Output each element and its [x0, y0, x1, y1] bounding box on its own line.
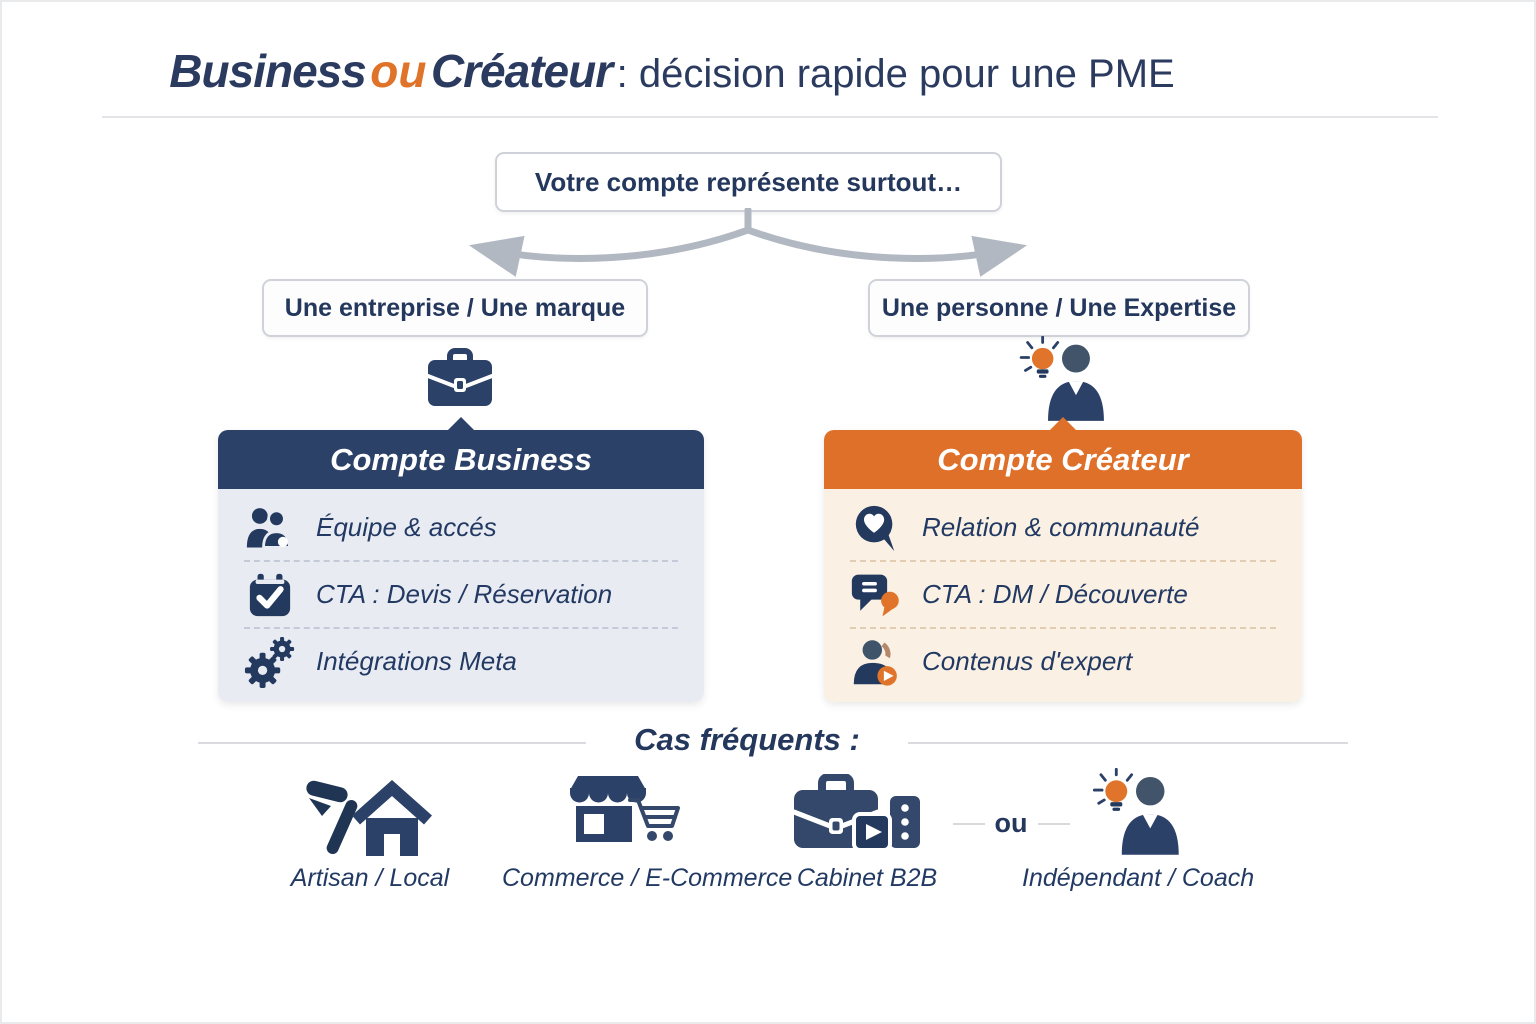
case-label: Artisan / Local [290, 864, 450, 892]
item-label: Intégrations Meta [316, 646, 517, 676]
branch-entreprise: Une entreprise / Une marque [262, 279, 648, 337]
title-divider [102, 116, 1438, 118]
team-icon [244, 506, 296, 550]
list-item: Intégrations Meta [244, 627, 678, 694]
title-business: Business [169, 45, 367, 97]
card-creator-body: Relation & communauté CTA : DM / Découve… [824, 489, 1302, 702]
item-label: Contenus d'expert [922, 646, 1133, 676]
case-label: Indépendant / Coach [1022, 864, 1255, 892]
branch-entreprise-label: Une entreprise / Une marque [284, 293, 626, 322]
card-business-notch [447, 417, 475, 431]
title-createur: Créateur [430, 45, 613, 97]
card-business-body: Équipe & accés CTA : Devis / Réservation [218, 489, 704, 702]
case-label: Commerce / E-Commerce [502, 864, 793, 892]
heart-bubble-icon [850, 502, 902, 554]
branch-personne-label: Une personne / Une Expertise [881, 293, 1237, 322]
item-label: Équipe & accés [316, 512, 497, 542]
card-business-header: Compte Business [218, 417, 704, 489]
list-item: Équipe & accés [244, 495, 678, 560]
card-compte-createur: Compte Créateur Relation & communauté [824, 417, 1302, 702]
cas-divider-right [908, 742, 1348, 744]
title-suffix: : décision rapide pour une PME [616, 52, 1175, 96]
person-lightbulb-icon [1092, 768, 1179, 855]
storefront-cart-icon [570, 776, 680, 842]
card-business-title: Compte Business [330, 441, 592, 477]
cas-frequents-title: Cas fréquents : [634, 722, 860, 757]
question-box: Votre compte représente surtout… [495, 152, 1002, 212]
briefcase-icon [426, 348, 494, 406]
item-label: CTA : Devis / Réservation [316, 579, 613, 609]
card-creator-header: Compte Créateur [824, 417, 1302, 489]
expert-content-icon [850, 636, 902, 688]
card-compte-business: Compte Business Équipe & accés [218, 417, 704, 702]
ou-label: ou [994, 808, 1028, 838]
list-item: Relation & communauté [850, 495, 1276, 560]
chat-bubbles-icon [850, 571, 902, 619]
item-label: Relation & communauté [922, 512, 1200, 542]
hammer-house-icon [306, 779, 432, 856]
list-item: CTA : Devis / Réservation [244, 560, 678, 627]
briefcase-media-icon [792, 774, 920, 852]
list-item: CTA : DM / Découverte [850, 560, 1276, 627]
page-title: Business ou Créateur : décision rapide p… [92, 44, 1252, 98]
title-ou: ou [370, 45, 427, 97]
list-item: Contenus d'expert [850, 627, 1276, 694]
gears-icon [244, 635, 296, 689]
ou-dash-right [1037, 822, 1070, 825]
case-label: Cabinet B2B [796, 864, 938, 892]
cas-divider-left [198, 742, 586, 744]
person-lightbulb-icon [1019, 336, 1104, 421]
branch-arrows-icon [468, 208, 1028, 277]
card-creator-title: Compte Créateur [937, 441, 1189, 477]
calendar-check-icon [244, 571, 296, 619]
branch-personne: Une personne / Une Expertise [868, 279, 1250, 337]
ou-dash-left [952, 822, 985, 825]
item-label: CTA : DM / Découverte [922, 579, 1188, 609]
card-creator-notch [1049, 417, 1077, 431]
question-label: Votre compte représente surtout… [534, 166, 963, 197]
ou-separator: ou [950, 808, 1072, 839]
